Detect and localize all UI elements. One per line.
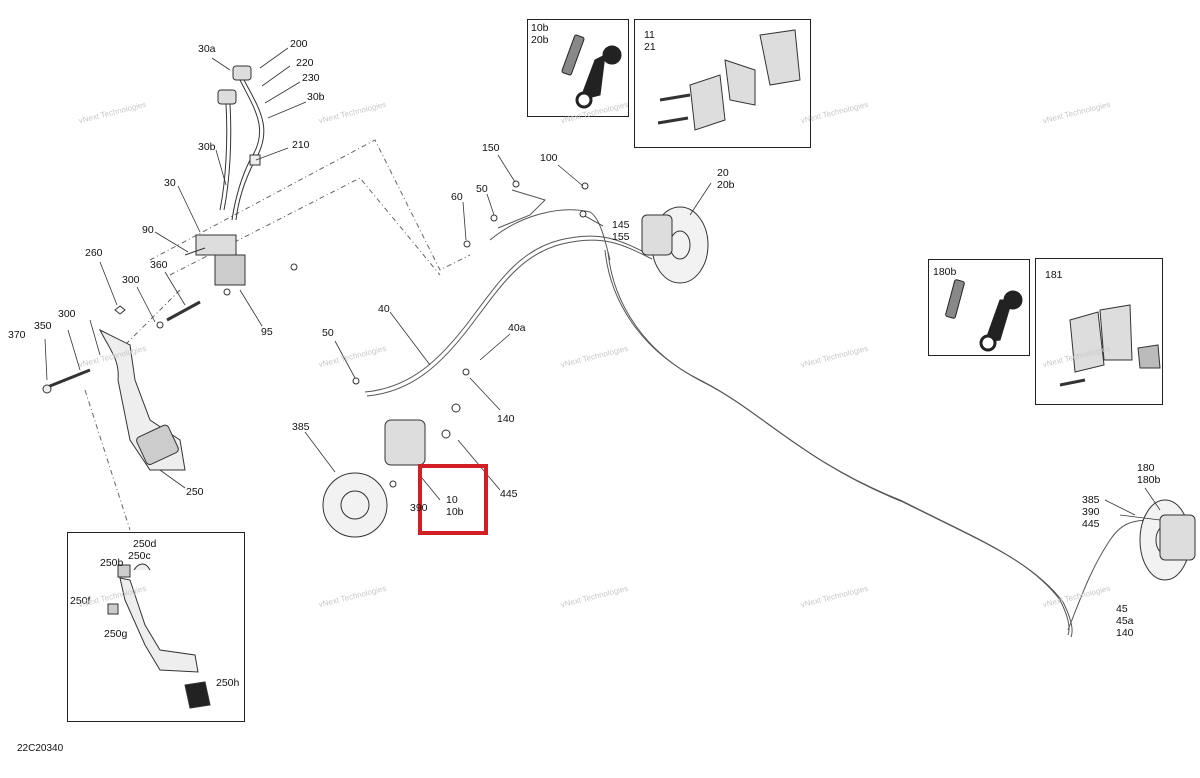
left-caliper-disc [322,368,470,538]
rear-caliper-disc [1139,499,1196,581]
inset-pads-11-21 [634,19,811,148]
inset-pedal-250 [67,532,245,722]
part-label-60[interactable]: 60 [451,191,463,203]
part-label-180b[interactable]: 180b [1137,474,1161,486]
part-label-250h[interactable]: 250h [216,677,240,689]
leader-lines [44,47,1161,521]
part-label-250f[interactable]: 250f [70,595,91,607]
part-label-40[interactable]: 40 [378,303,390,315]
part-label-360[interactable]: 360 [150,259,168,271]
bleeder-inset-right [945,279,1023,352]
diagram-code: 22C20340 [17,743,64,754]
part-label-30[interactable]: 30 [164,177,176,189]
bleeder-inset-top [561,34,622,109]
part-label-95[interactable]: 95 [261,326,273,338]
part-label-45[interactable]: 45 [1116,603,1128,615]
pads-inset-top [657,29,801,131]
part-label-220[interactable]: 220 [296,57,314,69]
inset-bleeder-180b [928,259,1030,356]
part-label-100[interactable]: 100 [540,152,558,164]
part-label-350[interactable]: 350 [34,320,52,332]
part-label-370[interactable]: 370 [8,329,26,341]
part-label-45a[interactable]: 45a [1116,615,1134,627]
inset-pads-181 [1035,258,1163,405]
part-label-11[interactable]: 11 [644,29,655,41]
part-label-10b[interactable]: 10b [446,506,464,518]
part-label-250d[interactable]: 250d [133,538,157,550]
part-label-140[interactable]: 140 [497,413,515,425]
part-label-390-b[interactable]: 390 [1082,506,1100,518]
part-label-50-a[interactable]: 50 [476,183,488,195]
part-label-10b-box[interactable]: 10b [531,22,549,34]
brake-pedal [42,328,186,471]
part-label-150[interactable]: 150 [482,142,500,154]
part-label-250g[interactable]: 250g [104,628,128,640]
highlight-box-10-10b[interactable] [418,464,488,535]
part-label-390[interactable]: 390 [410,502,428,514]
pedal-detail-inset [107,563,211,709]
part-label-445[interactable]: 445 [500,488,518,500]
part-label-20b-box[interactable]: 20b [531,34,549,46]
part-label-30b-mid[interactable]: 30b [198,141,216,153]
part-label-20b[interactable]: 20b [717,179,735,191]
part-label-20[interactable]: 20 [717,167,729,179]
dashed-guide-lines [84,139,471,531]
part-label-300-a[interactable]: 300 [122,274,140,286]
part-label-10[interactable]: 10 [446,494,458,506]
part-label-155[interactable]: 155 [612,231,630,243]
master-cylinder-assembly [114,65,298,329]
part-label-180[interactable]: 180 [1137,462,1155,474]
pads-inset-right [1059,304,1161,387]
part-label-180b-box[interactable]: 180b [933,266,957,278]
part-label-230[interactable]: 230 [302,72,320,84]
part-label-140-b[interactable]: 140 [1116,627,1134,639]
part-label-145[interactable]: 145 [612,219,630,231]
brake-lines [364,189,1151,638]
part-label-385-b[interactable]: 385 [1082,494,1100,506]
part-label-40a[interactable]: 40a [508,322,526,334]
inset-bleeder-10b-20b [527,19,629,117]
part-label-260[interactable]: 260 [85,247,103,259]
part-label-300-b[interactable]: 300 [58,308,76,320]
right-caliper-disc [463,180,709,284]
part-label-200[interactable]: 200 [290,38,308,50]
part-label-250c[interactable]: 250c [128,550,151,562]
part-label-90[interactable]: 90 [142,224,154,236]
part-label-210[interactable]: 210 [292,139,310,151]
part-label-250[interactable]: 250 [186,486,204,498]
part-label-181[interactable]: 181 [1045,269,1063,281]
part-label-30b-top[interactable]: 30b [307,91,325,103]
part-label-50-b[interactable]: 50 [322,327,334,339]
part-label-445-b[interactable]: 445 [1082,518,1100,530]
part-label-30a[interactable]: 30a [198,43,216,55]
part-label-385-a[interactable]: 385 [292,421,310,433]
part-label-21[interactable]: 21 [644,41,656,53]
part-label-250b[interactable]: 250b [100,557,124,569]
